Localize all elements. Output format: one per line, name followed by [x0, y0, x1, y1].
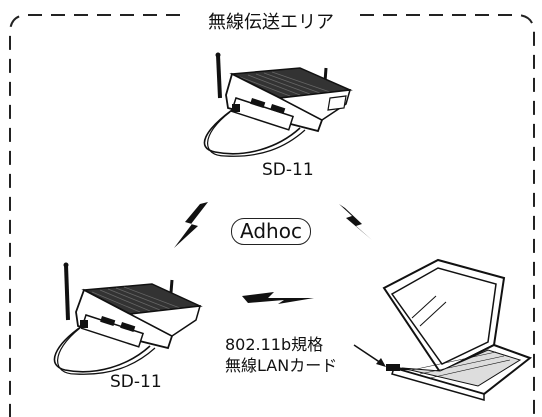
- top-device-icon: [203, 52, 353, 157]
- callout-line-1: 802.11b規格: [225, 335, 324, 354]
- adhoc-mode-badge: Adhoc: [231, 218, 311, 245]
- radio-link-left: [174, 202, 208, 248]
- area-title: 無線伝送エリア: [0, 8, 542, 34]
- radio-link-bottom: [242, 292, 314, 304]
- left-device-icon: [53, 262, 203, 375]
- radio-link-right: [339, 204, 372, 240]
- area-boundary: [9, 14, 535, 417]
- laptop-icon: [382, 258, 533, 401]
- wireless-card-callout: 802.11b規格無線LANカード: [225, 334, 337, 376]
- left-device-label: SD-11: [110, 372, 162, 392]
- top-device-label: SD-11: [262, 160, 314, 180]
- callout-line-2: 無線LANカード: [225, 356, 338, 375]
